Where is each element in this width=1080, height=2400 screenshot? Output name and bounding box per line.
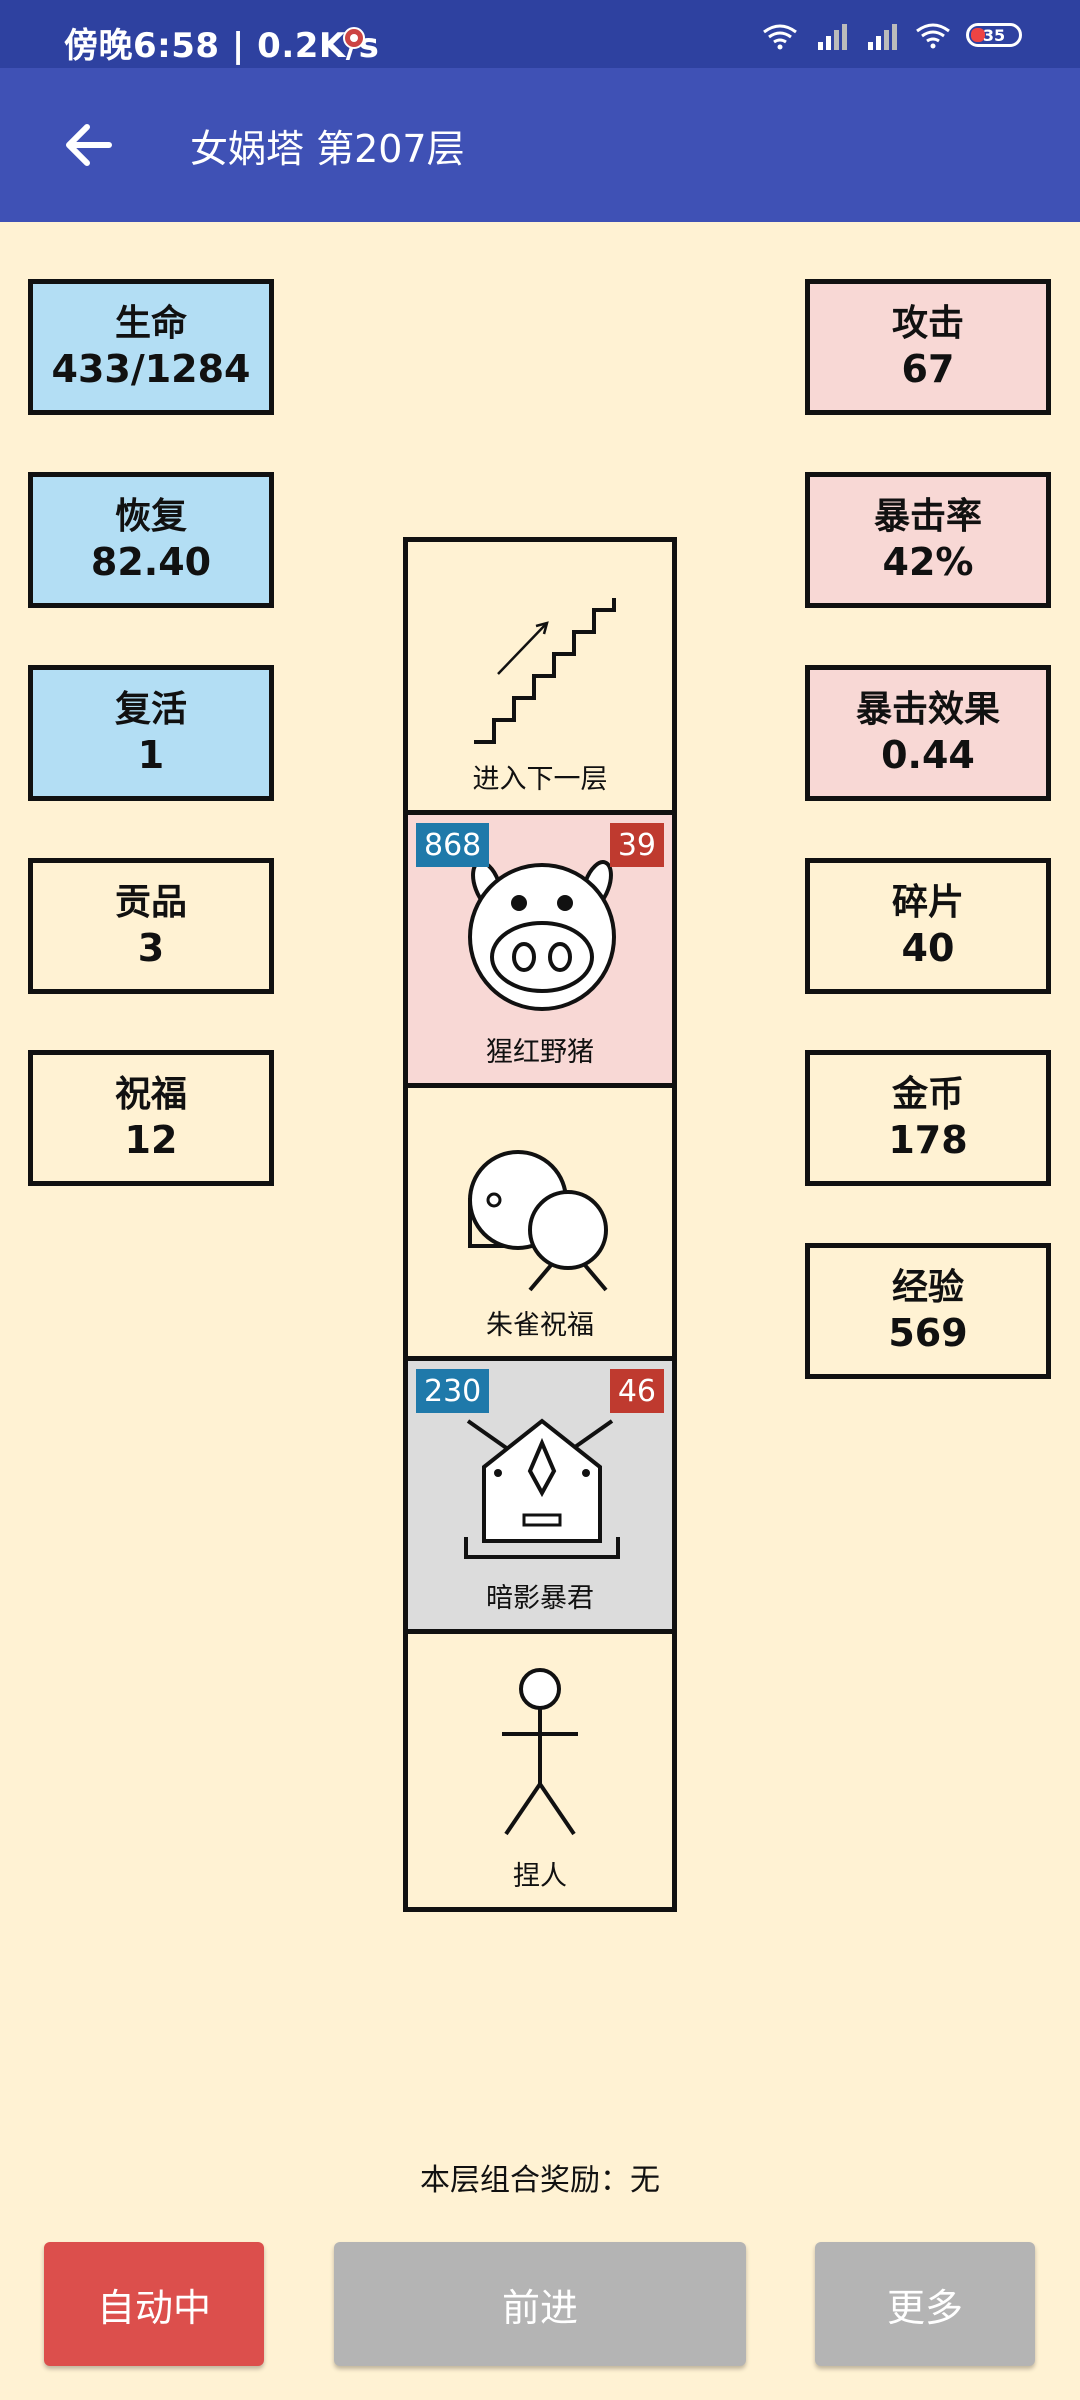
stat-label: 碎片 xyxy=(891,881,964,923)
stat-label: 复活 xyxy=(114,688,187,730)
stat-label: 祝福 xyxy=(114,1073,187,1115)
signal-hd-icon-2 xyxy=(868,24,897,50)
stick-figure-icon xyxy=(502,1668,578,1836)
enemy-hp-badge: 868 xyxy=(416,823,490,867)
stat-exp: 经验 569 xyxy=(805,1243,1051,1379)
cell-label: 进入下一层 xyxy=(472,764,608,795)
arrow-left-icon xyxy=(66,124,112,166)
stat-blessing: 祝福 12 xyxy=(28,1050,274,1186)
stat-value: 0.44 xyxy=(881,732,975,777)
pig-icon xyxy=(468,860,616,1011)
enemy-hp-badge: 230 xyxy=(416,1369,490,1413)
auto-button[interactable]: 自动中 xyxy=(44,2242,264,2366)
status-time: 傍晚6:58 | 0.2K/s xyxy=(64,26,380,66)
stat-tribute: 贡品 3 xyxy=(28,858,274,994)
stat-value: 82.40 xyxy=(90,539,212,584)
combo-reward-text: 本层组合奖励：无 xyxy=(420,2163,660,2198)
stat-value: 3 xyxy=(137,925,165,970)
stat-value: 67 xyxy=(901,346,955,391)
tower-column: 进入下一层 868 39 猩红野猪 朱雀祝福 xyxy=(403,537,677,1912)
forward-button[interactable]: 前进 xyxy=(334,2242,746,2366)
stat-label: 经验 xyxy=(891,1266,964,1308)
stat-attack: 攻击 67 xyxy=(805,279,1051,415)
cell-label: 朱雀祝福 xyxy=(486,1310,594,1341)
stat-value: 178 xyxy=(888,1117,968,1162)
stat-value: 40 xyxy=(901,925,955,970)
enemy-attack-badge: 46 xyxy=(609,1369,664,1413)
stat-value: 42% xyxy=(882,539,974,584)
stat-label: 攻击 xyxy=(891,302,964,344)
app-notification-icon xyxy=(343,27,365,49)
wifi-plus-icon xyxy=(763,24,797,50)
app-bar: 女娲塔 第207层 xyxy=(0,68,1080,222)
stat-value: 12 xyxy=(124,1117,178,1162)
stat-label: 暴击率 xyxy=(873,495,982,537)
stat-label: 生命 xyxy=(114,302,187,344)
stat-crit-effect: 暴击效果 0.44 xyxy=(805,665,1051,801)
system-icons: 35 xyxy=(760,18,1022,52)
tower-cell-vermilion-blessing[interactable]: 朱雀祝福 xyxy=(408,1088,672,1361)
signal-hd-icon xyxy=(818,24,847,50)
tyrant-icon xyxy=(464,1418,620,1559)
stat-value: 433/1284 xyxy=(51,346,251,391)
stat-crit-rate: 暴击率 42% xyxy=(805,472,1051,608)
status-bar: 傍晚6:58 | 0.2K/s xyxy=(0,0,1080,68)
tower-cell-crimson-boar[interactable]: 868 39 猩红野猪 xyxy=(408,815,672,1088)
tower-cell-next-floor[interactable]: 进入下一层 xyxy=(408,542,672,815)
stat-regen: 恢复 82.40 xyxy=(28,472,274,608)
enemy-attack-badge: 39 xyxy=(609,823,664,867)
stat-label: 贡品 xyxy=(114,881,187,923)
more-button[interactable]: 更多 xyxy=(815,2242,1035,2366)
stat-label: 恢复 xyxy=(114,495,187,537)
stat-revive: 复活 1 xyxy=(28,665,274,801)
tower-cell-create-character[interactable]: 捏人 xyxy=(408,1634,672,1907)
stat-hp: 生命 433/1284 xyxy=(28,279,274,415)
stat-label: 金币 xyxy=(891,1073,964,1115)
stat-label: 暴击效果 xyxy=(855,688,1000,730)
back-button[interactable] xyxy=(56,113,120,177)
stat-gold: 金币 178 xyxy=(805,1050,1051,1186)
stairs-icon xyxy=(474,598,616,744)
battery-icon: 35 xyxy=(966,23,1022,47)
battery-level: 35 xyxy=(982,25,1006,45)
cell-label: 猩红野猪 xyxy=(486,1037,594,1068)
tower-cell-shadow-tyrant[interactable]: 230 46 暗影暴君 xyxy=(408,1361,672,1634)
stat-value: 569 xyxy=(888,1310,968,1355)
stat-fragments: 碎片 40 xyxy=(805,858,1051,994)
cell-label: 捏人 xyxy=(513,1861,567,1892)
page-title: 女娲塔 第207层 xyxy=(190,127,465,171)
wifi-icon xyxy=(916,23,950,49)
stat-value: 1 xyxy=(137,732,165,777)
cell-label: 暗影暴君 xyxy=(486,1583,594,1614)
blessing-icon xyxy=(468,1150,608,1292)
